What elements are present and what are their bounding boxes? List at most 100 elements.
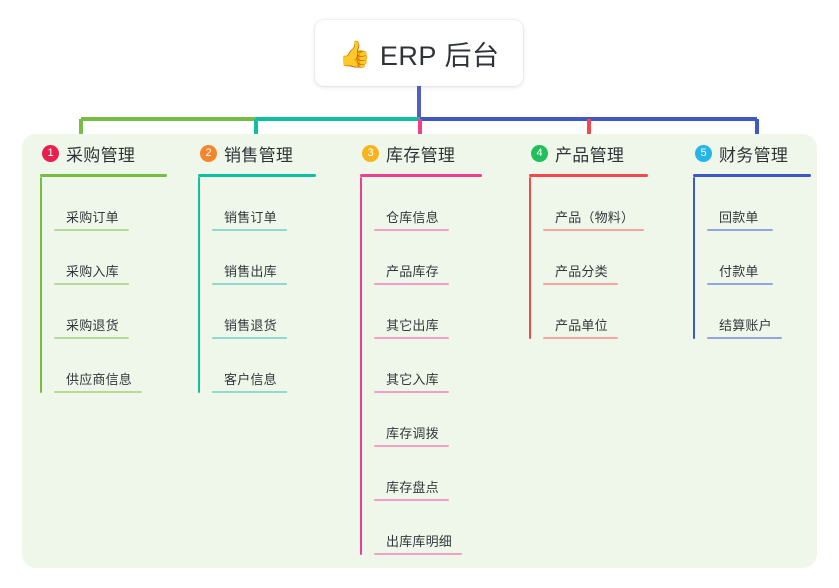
leaf-underline <box>54 229 129 231</box>
leaf-label: 付款单 <box>719 264 759 279</box>
branch-column-1: 1 采购管理采购订单采购入库采购退货供应商信息 <box>22 134 185 393</box>
leaf-underline <box>374 283 449 285</box>
leaf-label: 销售订单 <box>224 210 277 225</box>
leaf-underline <box>543 337 618 339</box>
leaf-underline <box>543 229 644 231</box>
branch-header-4[interactable]: 4 产品管理 <box>529 134 679 172</box>
leaf-label: 产品分类 <box>555 264 608 279</box>
leaf-node[interactable]: 产品分类 <box>543 231 679 285</box>
branch-underline-5 <box>693 174 811 177</box>
leaf-node[interactable]: 销售退货 <box>212 285 347 339</box>
branch-underline-4 <box>529 174 648 177</box>
leaf-underline <box>54 337 129 339</box>
leaf-spine-4 <box>529 177 531 339</box>
branch-badge-3: 3 <box>362 144 379 162</box>
branch-badge-1: 1 <box>42 144 59 162</box>
leaf-underline <box>707 337 782 339</box>
branch-title-3: 库存管理 <box>386 145 456 165</box>
leaf-node[interactable]: 产品单位 <box>543 285 679 339</box>
branches-panel <box>22 134 817 568</box>
leaf-underline <box>374 391 449 393</box>
leaf-label: 其它出库 <box>386 318 439 333</box>
leaf-list-5: 回款单付款单结算账户 <box>693 177 817 339</box>
branch-column-4: 4 产品管理产品（物料） 产品分类产品单位 <box>515 134 679 339</box>
leaf-underline <box>543 283 618 285</box>
leaf-node[interactable]: 付款单 <box>707 231 817 285</box>
leaf-list-1: 采购订单采购入库采购退货供应商信息 <box>40 177 185 393</box>
leaf-node[interactable]: 结算账户 <box>707 285 817 339</box>
leaf-node[interactable]: 销售出库 <box>212 231 347 285</box>
branch-title-1: 采购管理 <box>66 145 136 165</box>
leaf-label: 客户信息 <box>224 372 277 387</box>
leaf-spine-2 <box>198 177 200 393</box>
leaf-underline <box>54 391 142 393</box>
leaf-label: 采购订单 <box>66 210 119 225</box>
leaf-node[interactable]: 产品（物料） <box>543 177 679 231</box>
leaf-list-3: 仓库信息产品库存其它出库其它入库库存调拨库存盘点出库库明细 <box>360 177 515 555</box>
leaf-label: 库存盘点 <box>386 480 439 495</box>
leaf-label: 仓库信息 <box>386 210 439 225</box>
leaf-underline <box>212 337 287 339</box>
root-node-card[interactable]: 👍 ERP 后台 <box>315 20 523 86</box>
leaf-node[interactable]: 出库库明细 <box>374 501 515 555</box>
branch-header-1[interactable]: 1 采购管理 <box>40 134 185 172</box>
branch-badge-2: 2 <box>200 144 217 162</box>
leaf-inner: 出库库明细 <box>374 531 515 555</box>
branch-underline-3 <box>360 174 482 177</box>
leaf-node[interactable]: 库存盘点 <box>374 447 515 501</box>
leaf-inner: 其它出库 <box>374 315 515 339</box>
leaf-underline <box>212 391 287 393</box>
leaf-inner: 销售订单 <box>212 207 347 231</box>
leaf-label: 销售退货 <box>224 318 277 333</box>
leaf-inner: 产品（物料） <box>543 207 679 231</box>
leaf-inner: 产品单位 <box>543 315 679 339</box>
leaf-node[interactable]: 回款单 <box>707 177 817 231</box>
leaf-inner: 销售退货 <box>212 315 347 339</box>
leaf-inner: 结算账户 <box>707 315 817 339</box>
leaf-underline <box>374 553 462 555</box>
leaf-inner: 回款单 <box>707 207 817 231</box>
leaf-inner: 采购订单 <box>54 207 185 231</box>
leaf-label: 其它入库 <box>386 372 439 387</box>
leaf-list-4: 产品（物料） 产品分类产品单位 <box>529 177 679 339</box>
branch-header-3[interactable]: 3 库存管理 <box>360 134 515 172</box>
branch-badge-5: 5 <box>695 144 712 162</box>
leaf-node[interactable]: 采购入库 <box>54 231 185 285</box>
page-title: ERP 后台 <box>379 40 500 71</box>
leaf-node[interactable]: 产品库存 <box>374 231 515 285</box>
leaf-label: 产品库存 <box>386 264 439 279</box>
leaf-inner: 销售出库 <box>212 261 347 285</box>
leaf-label: 采购退货 <box>66 318 119 333</box>
branch-underline-1 <box>40 174 167 177</box>
leaf-node[interactable]: 采购订单 <box>54 177 185 231</box>
leaf-node[interactable]: 库存调拨 <box>374 393 515 447</box>
leaf-inner: 供应商信息 <box>54 369 185 393</box>
leaf-inner: 其它入库 <box>374 369 515 393</box>
leaf-underline <box>212 283 287 285</box>
leaf-node[interactable]: 仓库信息 <box>374 177 515 231</box>
leaf-label: 销售出库 <box>224 264 277 279</box>
leaf-inner: 产品分类 <box>543 261 679 285</box>
leaf-node[interactable]: 采购退货 <box>54 285 185 339</box>
leaf-list-2: 销售订单销售出库销售退货客户信息 <box>198 177 347 393</box>
leaf-node[interactable]: 其它入库 <box>374 339 515 393</box>
leaf-label: 供应商信息 <box>66 372 133 387</box>
leaf-node[interactable]: 其它出库 <box>374 285 515 339</box>
branch-title-4: 产品管理 <box>555 145 625 165</box>
leaf-label: 产品单位 <box>555 318 608 333</box>
leaf-inner: 库存调拨 <box>374 423 515 447</box>
leaf-inner: 产品库存 <box>374 261 515 285</box>
leaf-inner: 仓库信息 <box>374 207 515 231</box>
leaf-inner: 库存盘点 <box>374 477 515 501</box>
leaf-label: 回款单 <box>719 210 759 225</box>
leaf-node[interactable]: 供应商信息 <box>54 339 185 393</box>
leaf-node[interactable]: 客户信息 <box>212 339 347 393</box>
leaf-node[interactable]: 销售订单 <box>212 177 347 231</box>
leaf-label: 采购入库 <box>66 264 119 279</box>
branch-badge-4: 4 <box>531 144 548 162</box>
leaf-underline <box>212 229 287 231</box>
leaf-spine-3 <box>360 177 362 555</box>
leaf-underline <box>374 445 449 447</box>
